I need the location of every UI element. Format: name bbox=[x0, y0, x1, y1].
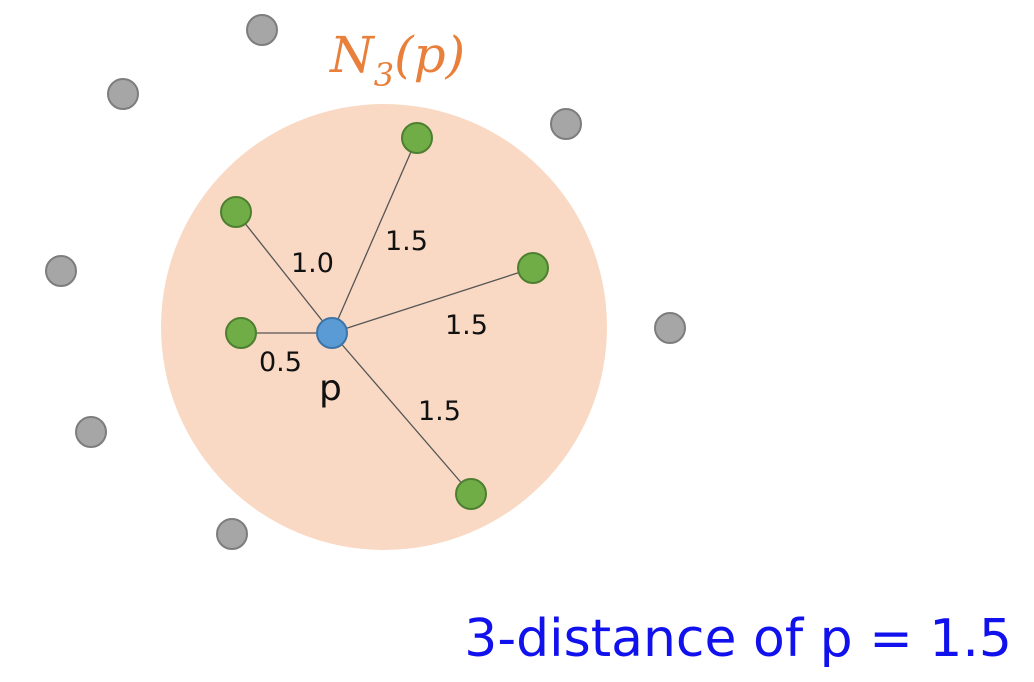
edge-label: 1.5 bbox=[385, 226, 428, 257]
neighborhood-region bbox=[161, 104, 607, 550]
other-point bbox=[45, 255, 77, 287]
edge-label: 0.5 bbox=[259, 347, 302, 378]
edge-label: 1.5 bbox=[445, 310, 488, 341]
other-point bbox=[550, 108, 582, 140]
edge-line bbox=[331, 137, 418, 334]
other-point bbox=[75, 416, 107, 448]
other-point bbox=[216, 518, 248, 550]
neighbor-point bbox=[455, 478, 487, 510]
edge-line bbox=[331, 267, 534, 334]
other-point bbox=[107, 78, 139, 110]
neighborhood-label-sub: 3 bbox=[374, 56, 394, 94]
other-point bbox=[654, 312, 686, 344]
center-point bbox=[316, 317, 348, 349]
neighborhood-label: N3(p) bbox=[329, 26, 465, 94]
center-point-label: p bbox=[319, 368, 342, 409]
edge-label: 1.5 bbox=[418, 396, 461, 427]
edge-line bbox=[235, 211, 333, 334]
neighbor-point bbox=[220, 196, 252, 228]
other-point bbox=[246, 14, 278, 46]
caption: 3-distance of p = 1.5 bbox=[464, 609, 1012, 669]
neighborhood-label-base: N bbox=[329, 26, 376, 84]
edge-line bbox=[331, 332, 472, 495]
neighborhood-label-arg: (p) bbox=[394, 26, 465, 84]
neighbor-point bbox=[225, 317, 257, 349]
neighbor-point bbox=[401, 122, 433, 154]
edge-label: 1.0 bbox=[291, 248, 334, 279]
neighbor-point bbox=[517, 252, 549, 284]
